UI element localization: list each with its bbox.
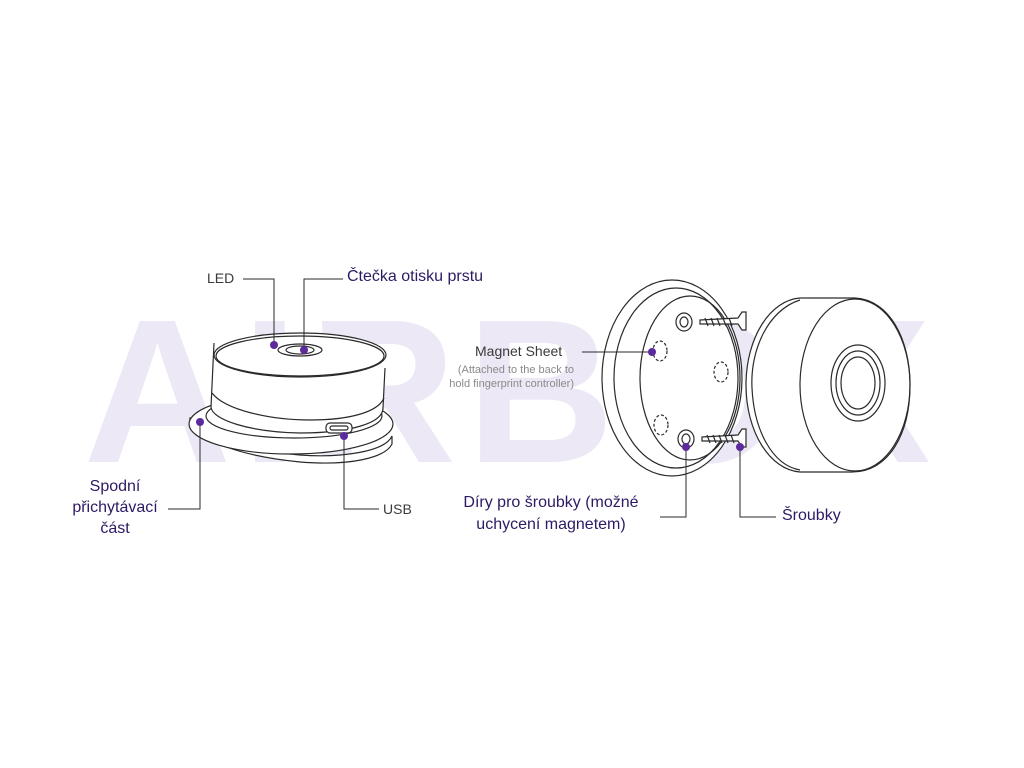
- label-screw-holes: Díry pro šroubky (možné uchycení magnete…: [448, 492, 654, 536]
- label-screw-holes-line1: Díry pro šroubky (možné: [463, 494, 639, 511]
- screws: [699, 311, 747, 448]
- dot-screws: [736, 443, 744, 451]
- dot-usb: [340, 432, 348, 440]
- front-sensor-inner: [840, 356, 876, 410]
- front-sensor-mid: [835, 350, 881, 416]
- label-magnet-note-line1: (Attached to the back to: [457, 364, 574, 376]
- label-base-line3: část: [100, 520, 130, 537]
- leader-screws: [739, 447, 776, 518]
- label-base: Spodní přichytávací část: [60, 476, 170, 539]
- label-magnet-sheet: Magnet Sheet: [475, 343, 563, 359]
- label-led: LED: [207, 270, 235, 286]
- back-plate-inner: [639, 295, 741, 461]
- back-plate-outer: [601, 279, 743, 477]
- screw-bottom-thread: [706, 434, 735, 444]
- device-top: [213, 332, 387, 378]
- front-unit-edge: [751, 299, 801, 471]
- front-sensor-outer: [830, 344, 886, 422]
- label-magnet-note: (Attached to the back to hold fingerprin…: [408, 363, 574, 391]
- label-magnet-note-line2: hold fingerprint controller): [449, 378, 574, 390]
- leader-screw-holes: [660, 447, 687, 518]
- dot-base: [196, 418, 204, 426]
- label-screw-holes-line2: uchycení magnetem): [476, 516, 626, 533]
- label-usb: USB: [383, 501, 412, 517]
- sensor-inner: [285, 345, 315, 355]
- right-back-plate: [601, 279, 743, 477]
- dot-screw-holes: [682, 443, 690, 451]
- leader-base: [168, 422, 201, 510]
- label-fingerprint-reader: Čtečka otisku prstu: [347, 268, 484, 285]
- sensor-outer: [277, 343, 323, 357]
- label-base-line2: přichytávací: [72, 499, 158, 516]
- dot-led: [270, 341, 278, 349]
- leader-dots: [196, 341, 744, 451]
- label-screws: Šroubky: [782, 507, 841, 524]
- device-top-rim: [215, 335, 385, 377]
- usb-port-inner: [329, 425, 349, 431]
- screw-top-thread: [704, 317, 733, 327]
- leader-fingerprint: [303, 278, 343, 350]
- left-device: [188, 332, 394, 464]
- dot-fingerprint: [300, 346, 308, 354]
- screw-bottom: [701, 428, 747, 448]
- leader-usb: [343, 436, 379, 510]
- right-front-unit: [745, 297, 911, 473]
- label-base-line1: Spodní: [89, 478, 141, 495]
- screw-hole-top-inner: [679, 316, 689, 328]
- back-plate-ring: [613, 287, 739, 469]
- dot-magnet: [648, 348, 656, 356]
- magnet-sheet-3: [653, 414, 669, 436]
- magnet-sheet-2: [713, 361, 729, 383]
- leader-led: [243, 278, 275, 345]
- front-unit-face: [799, 298, 911, 472]
- device-band: [211, 392, 385, 421]
- leader-lines: [168, 278, 776, 518]
- screw-hole-top: [675, 312, 693, 332]
